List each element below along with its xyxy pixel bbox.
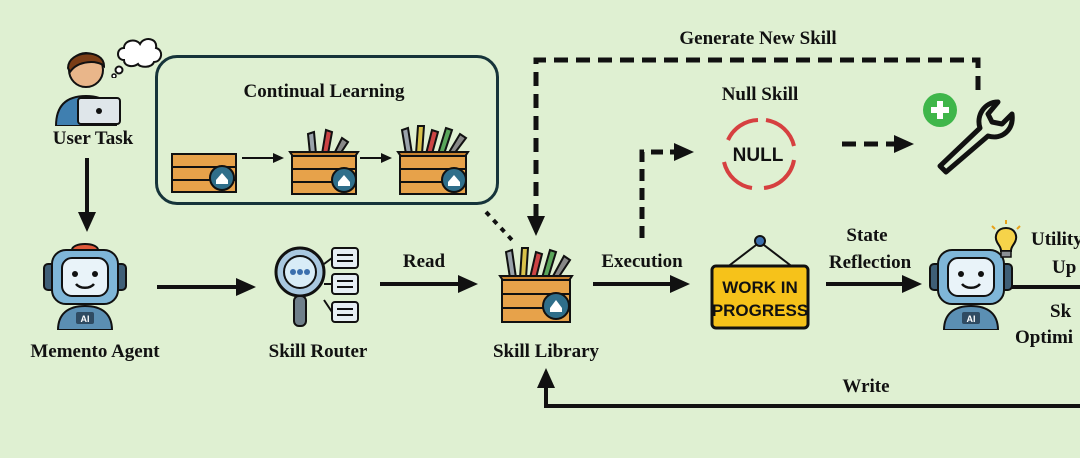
cl-arrowhead-2 xyxy=(381,153,392,163)
thought-cloud-icon xyxy=(111,38,162,78)
skill-router-icon xyxy=(274,246,359,327)
work-in-progress-line1: WORK IN xyxy=(722,278,798,297)
read-label: Read xyxy=(402,251,446,272)
user-task-label: User Task xyxy=(52,128,134,149)
agent-badge-label: AI xyxy=(81,314,90,324)
generate-new-skill-label: Generate New Skill xyxy=(679,28,837,49)
memento-agent-robot-icon: AI xyxy=(43,243,127,330)
dotted-link-continual-to-library xyxy=(484,210,514,242)
continual-learning-label: Continual Learning xyxy=(243,81,405,102)
lightbulb-icon xyxy=(991,220,1021,258)
user-laptop-icon xyxy=(54,52,121,126)
arrow-generate-new-skill xyxy=(533,57,981,218)
skill-router-label: Skill Router xyxy=(268,341,368,362)
skill-library-label: Skill Library xyxy=(492,341,600,362)
null-badge-label: NULL xyxy=(733,145,784,166)
arrowhead-generate-new-skill xyxy=(527,216,545,236)
null-skill-label: Null Skill xyxy=(721,84,799,105)
cl-arrowhead-1 xyxy=(273,153,284,163)
new-skill-wrench-icon xyxy=(923,93,1015,175)
arrowhead-read xyxy=(458,275,478,293)
empty-crate-icon xyxy=(171,153,237,193)
state-reflection-line1: State xyxy=(846,225,888,246)
skill-library-toolbox-icon xyxy=(498,247,574,323)
optimization-label-fragment: Optimi xyxy=(1015,327,1074,348)
work-in-progress-line2: PROGRESS xyxy=(712,301,808,320)
skill-label-fragment: Sk xyxy=(1050,301,1072,322)
update-label-fragment: Up xyxy=(1052,257,1077,278)
arrowhead-write xyxy=(537,368,555,388)
execution-label: Execution xyxy=(601,251,683,272)
null-skill-icon: NULL xyxy=(722,118,796,190)
write-label: Write xyxy=(842,376,890,397)
arrowhead-to-null-skill xyxy=(674,143,694,161)
arrow-to-null-skill xyxy=(639,149,676,238)
reflection-robot-icon: AI xyxy=(929,249,1013,330)
partial-toolbox-icon xyxy=(288,128,360,195)
arrowhead-user-to-agent xyxy=(78,212,96,232)
arrowhead-agent-to-router xyxy=(236,278,256,296)
utility-label-fragment: Utility xyxy=(1031,229,1080,250)
arrowhead-state-reflection xyxy=(902,275,922,293)
full-toolbox-icon xyxy=(396,125,470,195)
memento-agent-label: Memento Agent xyxy=(30,341,160,362)
continual-learning-box xyxy=(155,55,499,205)
arrowhead-execution xyxy=(670,275,690,293)
arrowhead-null-to-wrench xyxy=(894,135,914,153)
reflection-agent-badge-label: AI xyxy=(967,314,976,324)
state-reflection-line2: Reflection xyxy=(828,252,912,273)
work-in-progress-sign-icon: WORK IN PROGRESS xyxy=(710,235,810,330)
